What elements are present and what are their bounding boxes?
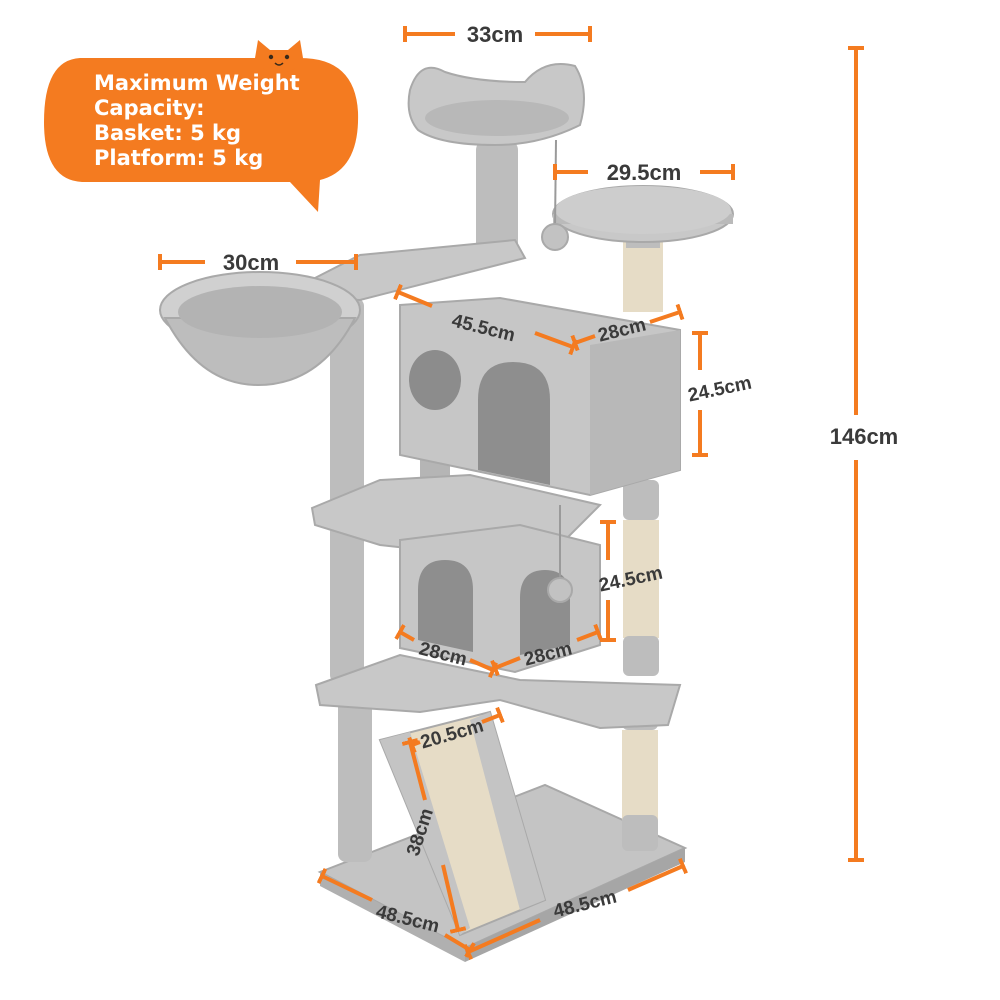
condo-door-upper <box>478 362 550 485</box>
sisal-post-upper <box>623 240 663 312</box>
cat-tree <box>159 63 734 962</box>
callout-line-2: Capacity: <box>94 96 205 120</box>
dim-top-perch-width: 33cm <box>467 22 523 47</box>
hanging-ball-top <box>541 223 569 251</box>
post-top <box>476 140 518 260</box>
weight-callout: Maximum Weight Capacity: Basket: 5 kg Pl… <box>44 40 359 212</box>
callout-line-1: Maximum Weight <box>94 71 300 95</box>
cat-face-icon <box>255 40 303 72</box>
post-left <box>330 298 364 683</box>
callout-bubble <box>44 58 359 212</box>
dim-round-platform: 29.5cm <box>607 160 682 185</box>
callout-line-3: Basket: 5 kg <box>94 121 241 145</box>
condo-door-lower <box>418 560 473 652</box>
sisal-post-lower <box>622 730 658 820</box>
callout-line-4: Platform: 5 kg <box>94 146 263 170</box>
hanging-ball-lower <box>547 577 573 603</box>
dim-condo-height: 24.5cm <box>686 373 753 407</box>
dim-basket: 30cm <box>223 250 279 275</box>
sisal-post-middle <box>623 520 659 638</box>
dimension-lines <box>158 26 864 961</box>
lower-platform <box>314 653 682 730</box>
dim-total-height: 146cm <box>830 424 899 449</box>
condo-hole-round <box>409 350 461 410</box>
